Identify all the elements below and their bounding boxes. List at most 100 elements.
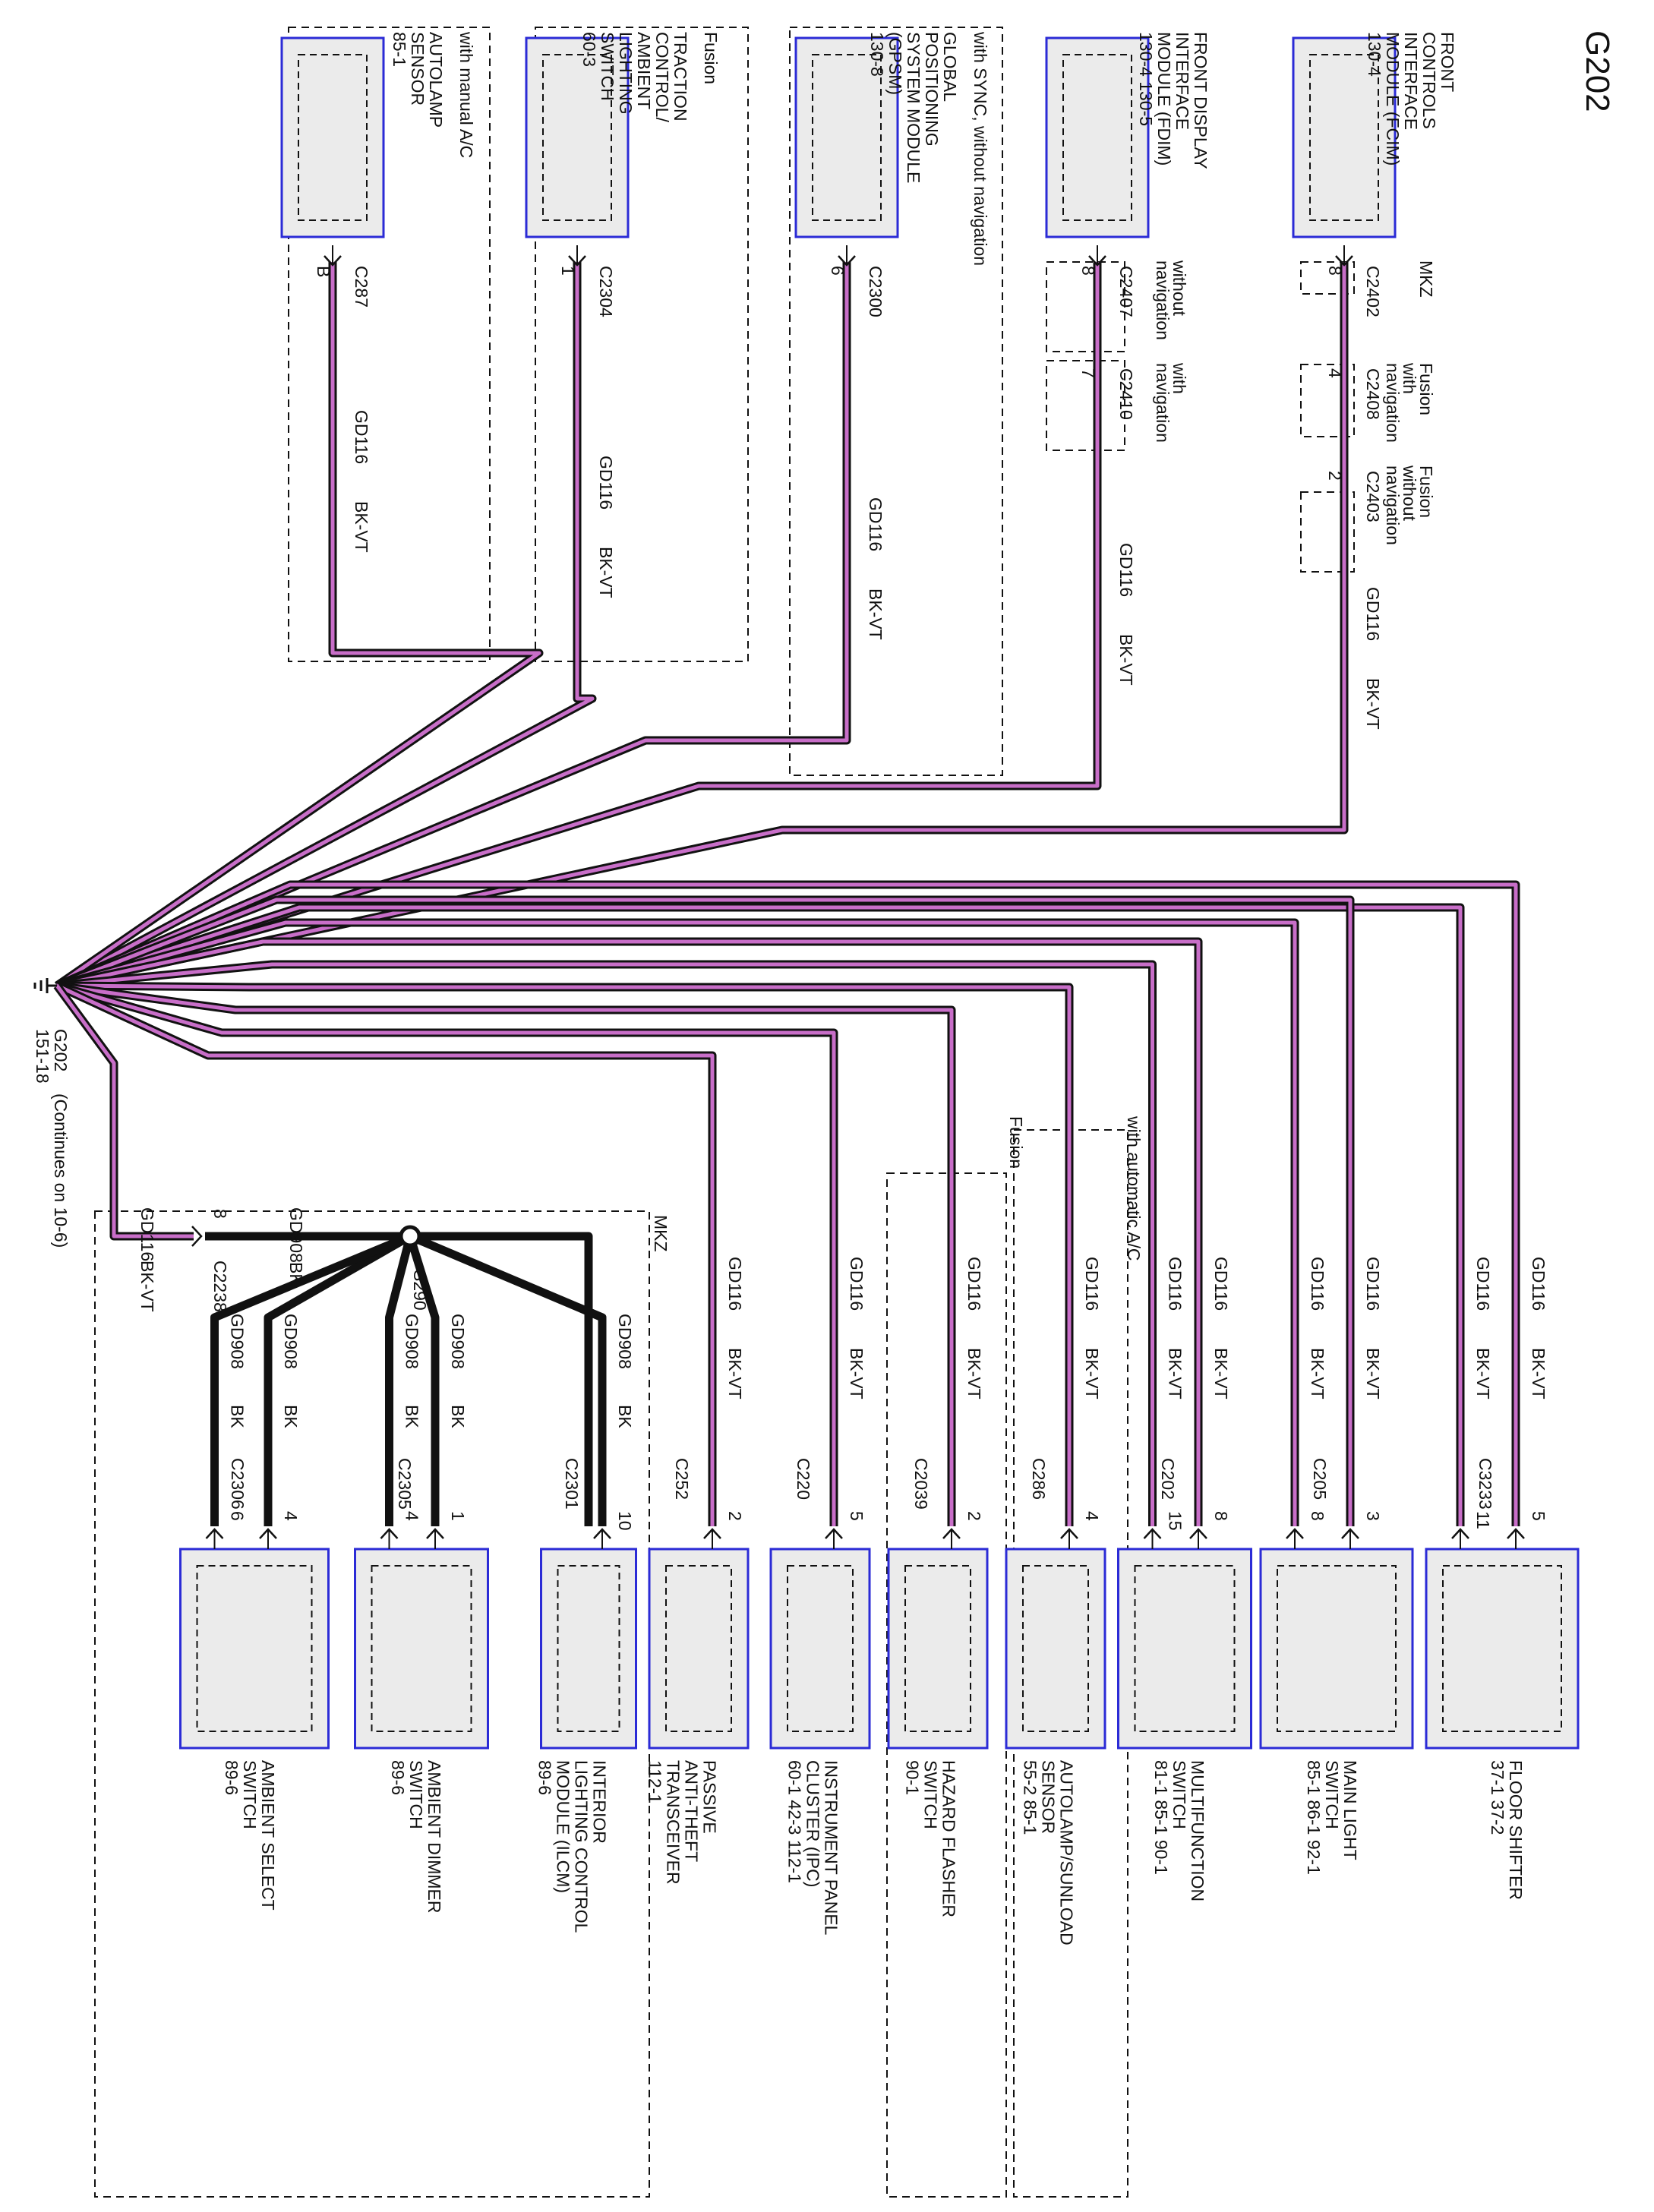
bottom-component-box (648, 1548, 750, 1750)
bottom-component-name-line: SWITCH (921, 1760, 941, 1829)
top-variant-label-line: with (1400, 362, 1419, 394)
top-pin-label: 1 (558, 266, 578, 276)
bottom-circuit-label: GD116 (1308, 1257, 1327, 1311)
mkz-branch-wire (264, 1232, 412, 1526)
mkz-inline-circuit-label: GD116 (137, 1207, 157, 1261)
top-component-box (1045, 36, 1150, 238)
ground-continues-label: (Continues on 10-6) (51, 1093, 71, 1248)
bottom-component-name-line: 89-6 (222, 1760, 241, 1795)
bottom-pin-label: 8 (1211, 1511, 1231, 1521)
bottom-wire-outline (56, 981, 956, 1526)
bottom-component-box-inner (904, 1565, 971, 1732)
bottom-component-name-line: INSTRUMENT PANEL (822, 1760, 841, 1936)
top-component-box-inner (298, 54, 368, 221)
mkz-inline-pin-label: 8 (210, 1209, 230, 1219)
top-variant-label-line: without (1400, 465, 1419, 521)
bottom-component-name-line: 90-1 (903, 1760, 923, 1795)
bottom-circuit-label: GD908 (402, 1314, 422, 1369)
bottom-component-box (1425, 1548, 1580, 1750)
bottom-connector-label: C2301 (562, 1458, 582, 1510)
bottom-circuit-label: GD908 (615, 1314, 635, 1369)
bottom-component-box (1117, 1548, 1252, 1750)
group-box-fdim-nav (1046, 360, 1125, 451)
bottom-wire (55, 983, 715, 1526)
bottom-circuit-label: GD908 (228, 1314, 248, 1369)
group-box-mkz-top (1300, 261, 1355, 295)
top-component-name-line: FRONT DISPLAY (1191, 32, 1211, 169)
mkz-trunk-circuit-label: GD908 (286, 1207, 306, 1263)
bottom-wire-color-label: BK (615, 1405, 635, 1428)
inline-connector-icon (191, 1226, 203, 1247)
bottom-component-name-line: 85-1 86-1 92-1 (1304, 1760, 1324, 1875)
bottom-component-box (354, 1548, 489, 1750)
bottom-component-name-line: LIGHTING CONTROL (571, 1760, 591, 1933)
bottom-connector-label: C286 (1029, 1458, 1049, 1500)
mkz-trunk-color-label: BK (286, 1262, 306, 1286)
top-wire-color-label: BK-VT (866, 588, 885, 640)
top-variant-label-line: navigation (1383, 363, 1403, 443)
bottom-component-box (1259, 1548, 1414, 1750)
mkz-feed-wire (55, 984, 194, 1239)
bottom-component-name-line: FLOOR SHIFTER (1506, 1760, 1526, 1900)
bottom-wire-outline (56, 981, 1074, 1526)
bottom-circuit-label: GD116 (1166, 1257, 1185, 1311)
mkz-inline-color-label: BK-VT (137, 1261, 157, 1312)
top-pin-label: 6 (828, 266, 848, 276)
top-pin-label: B (314, 266, 333, 277)
top-pin-label: 4 (1325, 368, 1345, 378)
ground-ref-label: 151-18 (33, 1029, 52, 1084)
top-component-name-line: FRONT (1438, 32, 1457, 92)
top-component-name-line: GLOBAL (940, 32, 960, 102)
top-variant-label-line: Fusion (1416, 465, 1436, 518)
bottom-wire-color-label: BK-VT (1308, 1348, 1327, 1399)
bottom-pin-label: 5 (1529, 1511, 1548, 1521)
bottom-circuit-label: GD908 (281, 1314, 301, 1369)
bottom-wire-outline (55, 981, 838, 1526)
top-component-name-line: INTERFACE (1173, 32, 1192, 130)
bottom-wire-color-label: BK-VT (1211, 1348, 1231, 1399)
bottom-component-box-inner (1022, 1565, 1089, 1732)
bottom-pin-label: 8 (1308, 1511, 1327, 1521)
top-wire-outline (55, 262, 1349, 990)
top-component-name-line: MODULE (FCIM) (1383, 32, 1403, 166)
bottom-pin-label: 4 (402, 1511, 422, 1521)
bottom-component-name-line: SWITCH (1169, 1760, 1189, 1829)
bottom-component-name-line: ANTI-THEFT (682, 1760, 702, 1862)
top-component-name-line: CONTROLS (1419, 32, 1439, 129)
bottom-component-name-line: CLUSTER (IPC) (803, 1760, 823, 1887)
bottom-wire (56, 920, 1297, 1526)
top-variant-label-line: MKZ (1416, 260, 1436, 298)
top-wire-outline (54, 262, 544, 989)
bottom-component-box-inner (1134, 1565, 1236, 1732)
bottom-component-name-line: PASSIVE (700, 1760, 720, 1834)
top-circuit-label: GD116 (866, 497, 885, 551)
bottom-circuit-label: GD116 (1211, 1257, 1231, 1311)
bottom-component-name-line: HAZARD FLASHER (939, 1760, 959, 1917)
group-box-sync (789, 27, 1003, 776)
top-component-box-inner (542, 54, 612, 221)
bottom-circuit-label: GD116 (964, 1257, 984, 1311)
top-group-label: with manual A/C (456, 31, 476, 158)
bottom-wire-color-label: BK-VT (1529, 1348, 1548, 1399)
top-group-label: Fusion (701, 32, 721, 84)
top-component-box-inner (1309, 54, 1379, 221)
mkz-branch-wire (406, 1235, 440, 1526)
bottom-component-name-line: 89-6 (388, 1760, 408, 1795)
top-pin-label: 8 (1078, 266, 1098, 276)
bottom-component-name-line: MULTIFUNCTION (1188, 1760, 1207, 1901)
bottom-circuit-label: GD908 (448, 1314, 468, 1369)
bottom-pin-label: 11 (1473, 1511, 1493, 1529)
top-wire (56, 262, 849, 988)
bottom-wire-color-label: BK-VT (1363, 1348, 1383, 1399)
bottom-circuit-label: GD116 (1363, 1257, 1383, 1311)
bottom-pin-label: 15 (1166, 1511, 1185, 1531)
bottom-wire-color-label: BK (281, 1405, 301, 1428)
bottom-pin-label: 10 (615, 1511, 635, 1531)
top-connector-label: C2304 (596, 266, 616, 317)
group-box-fusion-bottom (886, 1172, 1007, 2198)
bottom-circuit-label: GD116 (1473, 1257, 1493, 1311)
bottom-component-name-line: 55-2 85-1 (1021, 1760, 1040, 1835)
top-component-name-line: INTERFACE (1401, 32, 1421, 130)
top-variant-label-line: Fusion (1416, 363, 1436, 415)
